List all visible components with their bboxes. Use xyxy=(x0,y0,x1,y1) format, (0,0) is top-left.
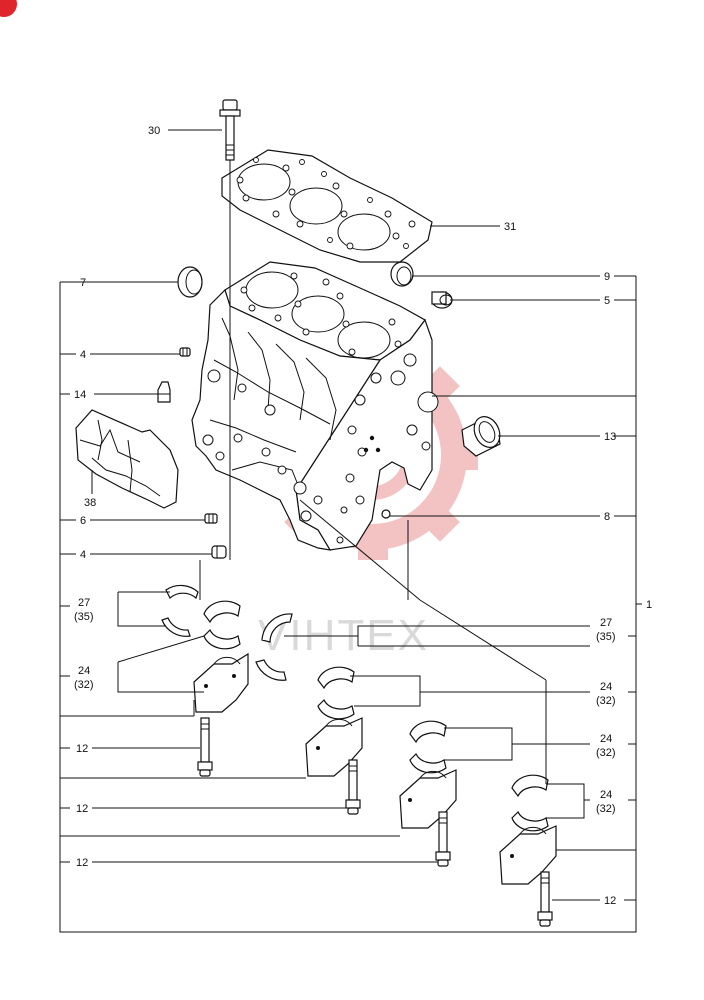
callout-32-right-1: (32) xyxy=(596,695,616,707)
cap-bolt-12-c xyxy=(435,811,451,867)
bearing-cap-1 xyxy=(193,652,249,713)
leader-lines xyxy=(60,129,636,901)
callout-27-left: 27 xyxy=(78,597,90,609)
bearing-shell-mid-1 xyxy=(317,666,355,720)
cap-bolt-12-d xyxy=(537,871,553,927)
cap-bolt-12-b xyxy=(345,759,361,815)
plug-part-6 xyxy=(204,513,218,524)
bearing-cap-4 xyxy=(499,825,557,885)
callout-30: 30 xyxy=(148,125,160,137)
callout-labels: 30 31 7 9 5 4 14 13 38 6 8 4 1 27 (35) 2… xyxy=(74,125,652,907)
callout-14: 14 xyxy=(74,389,86,401)
callout-9: 9 xyxy=(604,271,610,283)
bearing-cap-2 xyxy=(305,717,363,777)
head-bolt-part-30 xyxy=(219,99,241,161)
thrust-washer-left xyxy=(161,584,199,637)
bracket-part-38 xyxy=(75,409,179,509)
plug-part-14 xyxy=(157,381,171,403)
callout-27-right: 27 xyxy=(600,617,612,629)
cylinder-block xyxy=(191,261,439,551)
plug-part-4-upper xyxy=(179,347,191,357)
callout-24-right-1: 24 xyxy=(600,681,612,693)
bushing-part-13 xyxy=(461,416,501,457)
callout-4-lower: 4 xyxy=(80,549,86,561)
callout-35-left: (35) xyxy=(74,611,94,623)
callout-12-d: 12 xyxy=(604,895,616,907)
callout-32-right-3: (32) xyxy=(596,803,616,815)
callout-12-b: 12 xyxy=(76,803,88,815)
callout-24-right-3: 24 xyxy=(600,789,612,801)
callout-32-left: (32) xyxy=(74,679,94,691)
cup-plug-part-9 xyxy=(390,261,414,287)
bearing-shell-left xyxy=(203,600,241,650)
bearing-cap-3 xyxy=(399,769,457,829)
cup-plug-part-7 xyxy=(177,266,203,298)
callout-6: 6 xyxy=(80,515,86,527)
callout-35-right: (35) xyxy=(596,631,616,643)
bearing-shell-right xyxy=(511,774,549,832)
callout-5: 5 xyxy=(604,295,610,307)
callout-38: 38 xyxy=(84,497,96,509)
callout-12-a: 12 xyxy=(76,743,88,755)
plug-part-8 xyxy=(381,509,391,519)
thrust-washer-right xyxy=(255,613,293,681)
callout-8: 8 xyxy=(604,511,610,523)
bearing-shell-mid-2 xyxy=(409,720,447,774)
callout-31: 31 xyxy=(504,221,516,233)
head-gasket-part-31 xyxy=(221,149,433,263)
callout-13: 13 xyxy=(604,431,616,443)
corner-badge xyxy=(0,0,17,17)
callout-24-right-2: 24 xyxy=(600,733,612,745)
callout-4-upper: 4 xyxy=(80,349,86,361)
callout-1: 1 xyxy=(646,599,652,611)
cap-bolt-12-a xyxy=(197,717,213,777)
plug-part-4-lower xyxy=(211,545,227,559)
callout-24-left: 24 xyxy=(78,665,90,677)
callout-12-c: 12 xyxy=(76,857,88,869)
callout-7: 7 xyxy=(80,277,86,289)
callout-32-right-2: (32) xyxy=(596,747,616,759)
plug-part-5 xyxy=(431,291,453,309)
assembly-bracket xyxy=(59,276,642,933)
